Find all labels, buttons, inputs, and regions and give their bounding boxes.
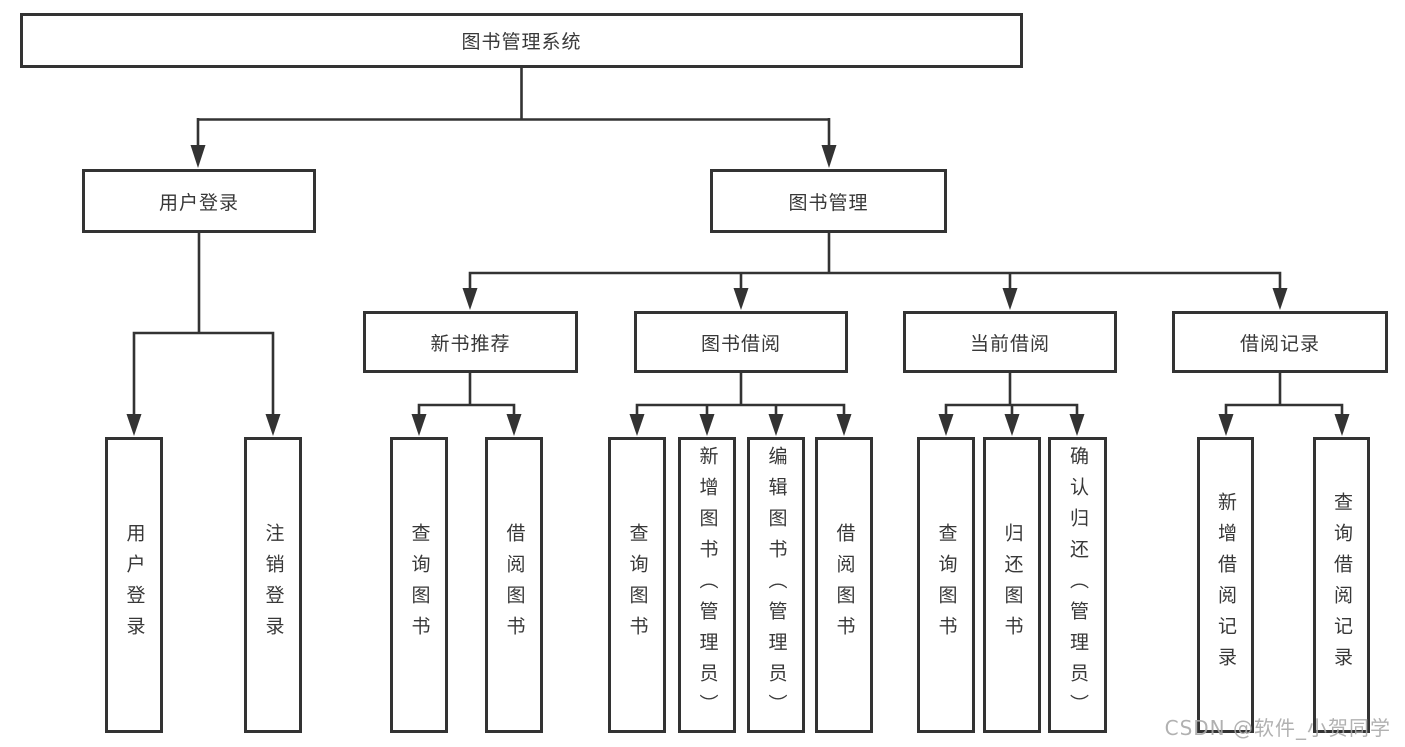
node-label: 归还图书 bbox=[1001, 523, 1024, 647]
leaf-add-books-admin: 新增图书（管理员） bbox=[678, 437, 736, 733]
node-label: 查询借阅记录 bbox=[1331, 492, 1353, 678]
node-current-borrow: 当前借阅 bbox=[903, 311, 1117, 373]
leaf-user-login: 用户登录 bbox=[105, 437, 163, 733]
node-book-management: 图书管理 bbox=[710, 169, 947, 233]
leaf-query-books-borrow: 查询图书 bbox=[608, 437, 666, 733]
node-label: 查询图书 bbox=[935, 523, 958, 647]
node-new-book-recommend: 新书推荐 bbox=[363, 311, 578, 373]
leaf-borrow-books: 借阅图书 bbox=[815, 437, 873, 733]
leaf-query-books-current: 查询图书 bbox=[917, 437, 975, 733]
node-label: 注销登录 bbox=[262, 523, 285, 647]
leaf-query-borrow-record: 查询借阅记录 bbox=[1313, 437, 1370, 733]
node-label: 新增借阅记录 bbox=[1215, 492, 1237, 678]
node-label: 用户登录 bbox=[123, 523, 146, 647]
leaf-return-books: 归还图书 bbox=[983, 437, 1041, 733]
node-label: 图书借阅 bbox=[700, 332, 781, 355]
node-book-borrow: 图书借阅 bbox=[634, 311, 848, 373]
leaf-query-books-recommend: 查询图书 bbox=[390, 437, 448, 733]
node-label: 查询图书 bbox=[408, 523, 431, 647]
node-label: 新增图书（管理员） bbox=[696, 445, 719, 725]
leaf-edit-books-admin: 编辑图书（管理员） bbox=[747, 437, 805, 733]
node-label: 用户登录 bbox=[158, 191, 239, 214]
node-label: 编辑图书（管理员） bbox=[765, 445, 788, 725]
leaf-confirm-return-admin: 确认归还（管理员） bbox=[1048, 437, 1107, 733]
leaf-logout: 注销登录 bbox=[244, 437, 302, 733]
node-label: 查询图书 bbox=[626, 523, 649, 647]
node-label: 借阅图书 bbox=[503, 523, 526, 647]
leaf-borrow-books-recommend: 借阅图书 bbox=[485, 437, 543, 733]
node-label: 新书推荐 bbox=[430, 332, 511, 355]
node-label: 当前借阅 bbox=[969, 332, 1050, 355]
node-user-login-branch: 用户登录 bbox=[82, 169, 316, 233]
node-library-management-system: 图书管理系统 bbox=[20, 13, 1023, 68]
csdn-watermark: CSDN @软件_小贺同学 bbox=[1164, 716, 1391, 740]
leaf-add-borrow-record: 新增借阅记录 bbox=[1197, 437, 1254, 733]
node-label: 确认归还（管理员） bbox=[1067, 445, 1089, 725]
node-borrow-records: 借阅记录 bbox=[1172, 311, 1388, 373]
node-label: 图书管理 bbox=[788, 191, 869, 214]
node-label: 借阅图书 bbox=[833, 523, 856, 647]
node-label: 借阅记录 bbox=[1239, 332, 1320, 355]
node-label: 图书管理系统 bbox=[461, 31, 582, 53]
